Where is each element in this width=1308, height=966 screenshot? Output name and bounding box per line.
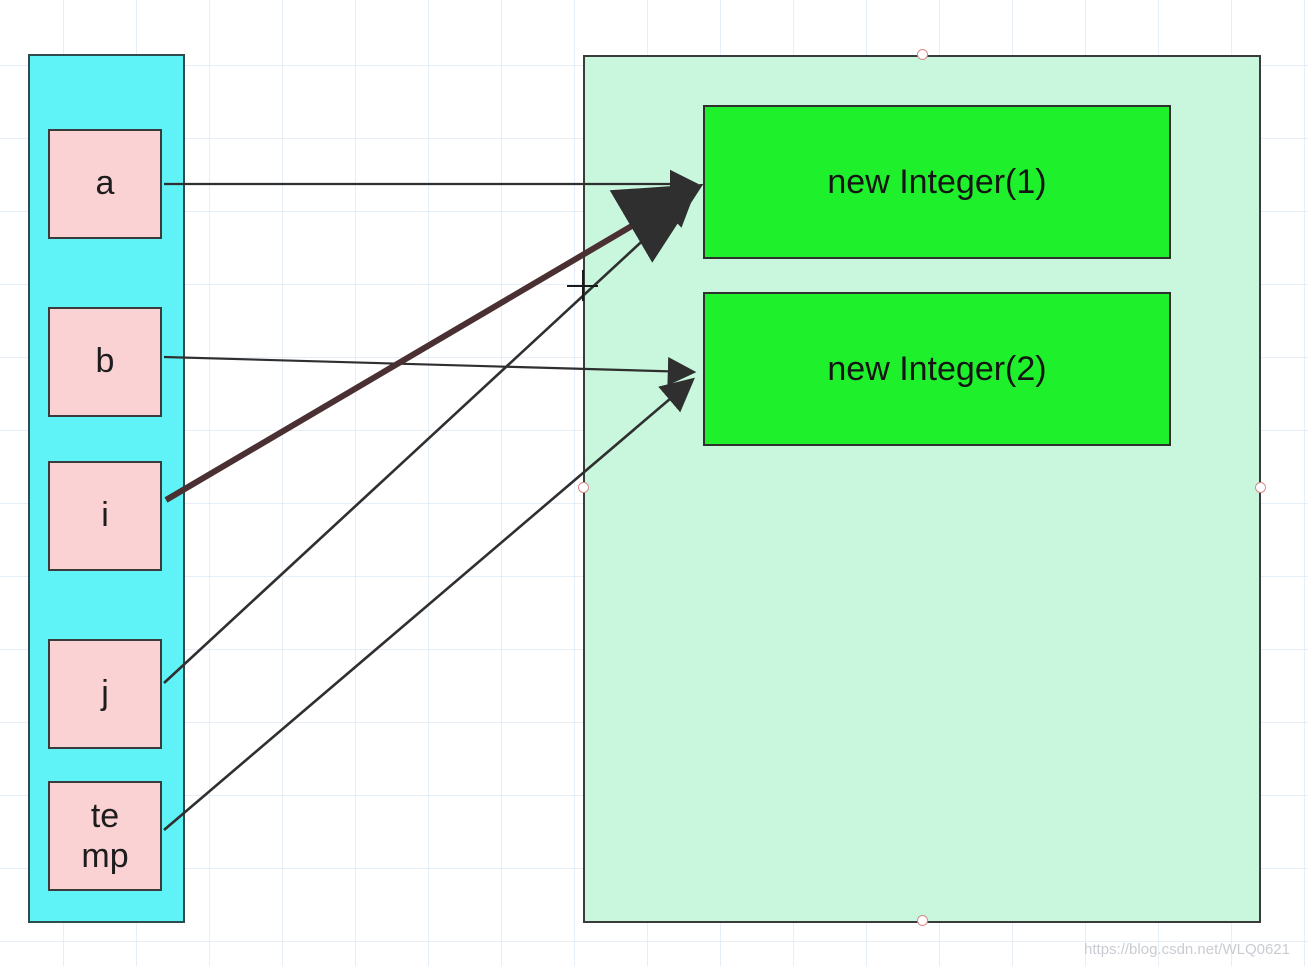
selection-handle-left[interactable] bbox=[578, 482, 589, 493]
object-box-integer-1[interactable]: new Integer(1) bbox=[703, 105, 1171, 259]
variable-box-a[interactable]: a bbox=[48, 129, 162, 239]
variable-label: j bbox=[101, 674, 109, 713]
object-label: new Integer(2) bbox=[827, 349, 1047, 388]
variable-label: b bbox=[95, 342, 115, 381]
selection-handle-top[interactable] bbox=[917, 49, 928, 60]
watermark-text: https://blog.csdn.net/WLQ0621 bbox=[1084, 941, 1290, 958]
variable-box-j[interactable]: j bbox=[48, 639, 162, 749]
variable-box-b[interactable]: b bbox=[48, 307, 162, 417]
variable-label-line2: mp bbox=[81, 837, 129, 875]
selection-handle-bottom[interactable] bbox=[917, 915, 928, 926]
variable-box-i[interactable]: i bbox=[48, 461, 162, 571]
object-label: new Integer(1) bbox=[827, 162, 1047, 201]
variable-label: i bbox=[101, 496, 109, 535]
selection-handle-right[interactable] bbox=[1255, 482, 1266, 493]
variable-label-line1: te bbox=[90, 796, 120, 835]
object-box-integer-2[interactable]: new Integer(2) bbox=[703, 292, 1171, 446]
variable-box-temp[interactable]: te mp bbox=[48, 781, 162, 891]
variable-label: a bbox=[95, 164, 115, 203]
